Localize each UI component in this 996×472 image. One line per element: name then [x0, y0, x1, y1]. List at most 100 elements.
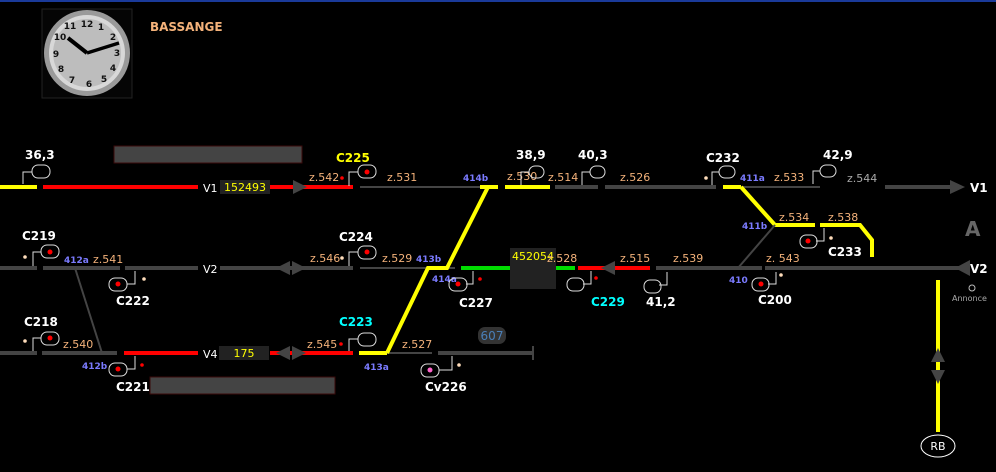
- km-post: 36,3: [25, 148, 55, 162]
- signal-label: Cv226: [425, 380, 467, 394]
- switch-label[interactable]: 412b: [82, 362, 108, 372]
- train-badge[interactable]: [478, 327, 506, 344]
- arrow-right-icon: [292, 346, 306, 360]
- signal-label: C218: [24, 315, 58, 329]
- signal-label: C232: [706, 151, 740, 165]
- track-label-v1: V1: [203, 182, 218, 195]
- arrow-up-icon: [931, 348, 945, 362]
- signals[interactable]: [22, 164, 837, 378]
- zone-label: z.545: [307, 338, 337, 351]
- switch-label[interactable]: 414b: [463, 174, 489, 184]
- svg-text:4: 4: [110, 64, 116, 74]
- switch-label[interactable]: 411a: [740, 174, 765, 184]
- clock-hand-minute: [66, 36, 89, 55]
- switch-label[interactable]: 413a: [364, 363, 389, 373]
- zone-label: z.514: [548, 171, 578, 184]
- rb-button[interactable]: [920, 434, 956, 458]
- zone-label: z.515: [620, 252, 650, 265]
- svg-text:2: 2: [110, 33, 116, 43]
- switch-label[interactable]: 410: [729, 276, 748, 286]
- annonce-label: Annonce: [952, 294, 987, 303]
- arrow-right-icon: [292, 261, 306, 275]
- track-label-v2-right: V2: [970, 262, 988, 276]
- km-post: 40,3: [578, 148, 608, 162]
- track-v4[interactable]: [0, 346, 534, 360]
- svg-text:10: 10: [54, 33, 67, 43]
- svg-text:9: 9: [53, 50, 59, 60]
- arrow-left-icon: [601, 261, 615, 275]
- zone-labels: z.542 z.531 z.530 z.514 z.526 z.533 z.54…: [63, 170, 877, 351]
- svg-text:6: 6: [86, 80, 92, 90]
- zone-label: z.542: [309, 171, 339, 184]
- zone-label: z.528: [547, 252, 577, 265]
- signal-label: C219: [22, 229, 56, 243]
- zone-label: z.534: [779, 211, 809, 224]
- signal-labels: C225 C219 C222 C224 C218 C223 C221 Cv226…: [22, 151, 862, 394]
- switch-label[interactable]: 413b: [416, 255, 442, 265]
- zone-label: z.526: [620, 171, 650, 184]
- zone-label: z.531: [387, 171, 417, 184]
- arrow-left-icon: [276, 346, 290, 360]
- track-label-v4: V4: [203, 348, 218, 361]
- km-post: 41,2: [646, 295, 676, 309]
- train-box-center[interactable]: [510, 248, 556, 289]
- window-top-border: [0, 0, 996, 2]
- arrow-left-icon: [955, 260, 970, 276]
- switch-label[interactable]: 411b: [742, 222, 768, 232]
- signal-label: C225: [336, 151, 370, 165]
- signal-indicator-dots: [23, 176, 833, 367]
- station-name: BASSANGE: [150, 20, 223, 34]
- signal-label: C233: [828, 245, 862, 259]
- zone-label: z.527: [402, 338, 432, 351]
- info-bar-top[interactable]: [113, 145, 303, 164]
- track-label-v2: V2: [203, 263, 218, 276]
- zone-label: z.544: [847, 172, 877, 185]
- direction-arrow-icon: [293, 180, 307, 194]
- train-number-v4: 175: [234, 347, 255, 360]
- zone-label: z.538: [828, 211, 858, 224]
- train-number-center: 452054: [512, 250, 554, 263]
- svg-text:1: 1: [98, 23, 104, 33]
- zone-letter: A: [965, 217, 981, 241]
- track-label-v1-right: V1: [970, 181, 988, 195]
- zone-label: z. 543: [766, 252, 800, 265]
- svg-text:7: 7: [69, 76, 75, 86]
- zone-label: z.533: [774, 171, 804, 184]
- zone-label: z.539: [673, 252, 703, 265]
- annonce-indicator-icon[interactable]: [968, 284, 976, 292]
- train-badge-number: 607: [481, 329, 504, 343]
- signal-label: C222: [116, 294, 150, 308]
- km-post: 42,9: [823, 148, 853, 162]
- signal-label: C221: [116, 380, 150, 394]
- signal-label: C229: [591, 295, 625, 309]
- signal-label: C200: [758, 293, 792, 307]
- zone-label: z.529: [382, 252, 412, 265]
- train-number-v1: 152493: [224, 181, 266, 194]
- zone-label: z.541: [93, 253, 123, 266]
- arrow-left-icon: [276, 261, 290, 275]
- info-bar-bottom[interactable]: [149, 376, 336, 395]
- switch-labels: 414b 413b 414a 412a 412b 413a 411a 411b …: [64, 174, 768, 373]
- clock-hand-hour: [86, 41, 120, 55]
- svg-text:11: 11: [64, 22, 77, 32]
- signal-label: C224: [339, 230, 373, 244]
- svg-text:5: 5: [101, 75, 107, 85]
- switch-label[interactable]: 414a: [432, 275, 457, 285]
- signal-label: C223: [339, 315, 373, 329]
- rb-label: RB: [930, 440, 945, 453]
- svg-text:3: 3: [114, 49, 120, 59]
- zone-label: z.540: [63, 338, 93, 351]
- zone-label: z.530: [507, 170, 537, 183]
- signal-label: C227: [459, 296, 493, 310]
- arrow-right-icon: [950, 180, 965, 194]
- km-posts: 36,3 38,9 40,3 42,9 41,2: [25, 148, 853, 309]
- switch-label[interactable]: 412a: [64, 256, 89, 266]
- svg-text:12: 12: [81, 20, 94, 30]
- train-box-v4[interactable]: [219, 346, 269, 360]
- train-box-v1[interactable]: [220, 180, 270, 194]
- arrow-down-icon: [931, 370, 945, 384]
- zone-label: z.546: [310, 252, 340, 265]
- svg-text:8: 8: [58, 65, 64, 75]
